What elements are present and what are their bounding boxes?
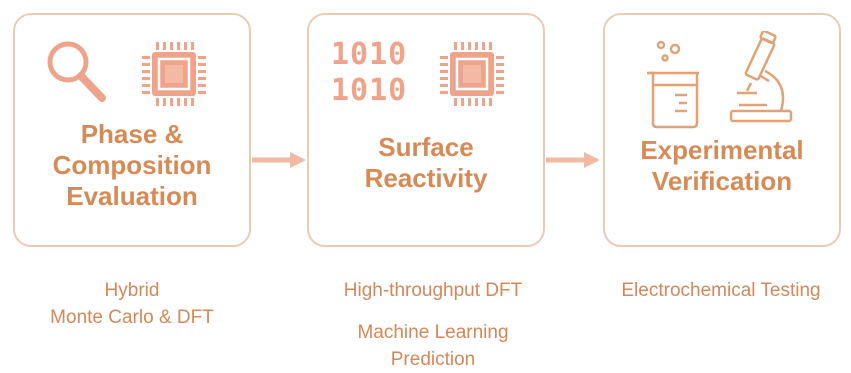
- microscope-icon: [729, 31, 793, 123]
- binary-line: 1010: [331, 37, 408, 72]
- chip-icon: [142, 42, 206, 106]
- caption-electrochemical-testing: Electrochemical Testing: [621, 280, 821, 301]
- flow-arrow-2: [546, 152, 600, 168]
- stage-box-experimental-verification: Experimental Verification: [603, 13, 841, 247]
- stage-box-surface-reactivity: 1010 1010 Surface Reactivity: [307, 13, 545, 247]
- binary-line: 1010: [331, 73, 408, 108]
- beaker-icon: [647, 40, 699, 129]
- magnifier-icon: [47, 41, 106, 102]
- stage-box-phase-composition: Phase & Composition Evaluation: [13, 13, 251, 247]
- caption-machine-learning-prediction: Machine Learning Prediction: [357, 322, 509, 370]
- stage-title-phase-composition: Phase & Composition Evaluation: [52, 119, 212, 211]
- binary-1010-icon: 1010 1010: [331, 37, 417, 109]
- caption-high-throughput-dft: High-throughput DFT: [343, 280, 523, 301]
- flow-arrow-1: [252, 152, 306, 168]
- chip-icon: [440, 42, 504, 106]
- stage-title-surface-reactivity: Surface Reactivity: [364, 132, 488, 193]
- stage-title-experimental-verification: Experimental Verification: [640, 135, 804, 196]
- caption-hybrid-monte-carlo-dft: Hybrid Monte Carlo & DFT: [50, 280, 214, 328]
